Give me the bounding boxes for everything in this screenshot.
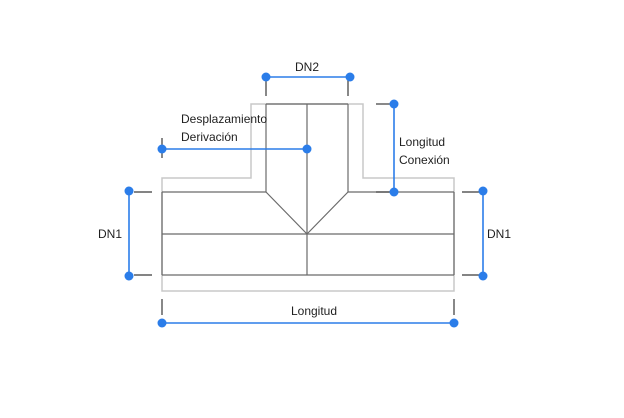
connection-length-top-handle[interactable]	[389, 99, 399, 109]
main-pipe	[161, 191, 455, 276]
connection-length-dimension: Longitud Conexión	[376, 99, 450, 197]
branch-offset-start-handle[interactable]	[157, 144, 167, 154]
dn1-left-dimension: DN1	[98, 186, 152, 281]
branch-offset-label-line1: Desplazamiento	[181, 112, 267, 126]
branch-pipe	[265, 103, 349, 275]
tee-outline	[161, 103, 455, 292]
length-start-handle[interactable]	[157, 318, 167, 328]
dn1-right-bottom-handle[interactable]	[478, 271, 488, 281]
length-end-handle[interactable]	[449, 318, 459, 328]
dn2-start-handle[interactable]	[261, 72, 271, 82]
dn1-left-bottom-handle[interactable]	[124, 271, 134, 281]
dn1-left-label: DN1	[98, 227, 122, 241]
dn1-right-top-handle[interactable]	[478, 186, 488, 196]
dn2-dimension: DN2	[261, 60, 355, 96]
length-label: Longitud	[291, 304, 337, 318]
connection-length-label-line2: Conexión	[399, 153, 450, 167]
dn2-label: DN2	[295, 60, 319, 74]
length-dimension: Longitud	[157, 299, 459, 328]
dn1-left-top-handle[interactable]	[124, 186, 134, 196]
branch-offset-dimension: Desplazamiento Derivación	[157, 112, 312, 158]
dn2-end-handle[interactable]	[345, 72, 355, 82]
connection-length-label-line1: Longitud	[399, 135, 445, 149]
dn1-right-dimension: DN1	[462, 186, 511, 281]
dn1-right-label: DN1	[487, 227, 511, 241]
branch-offset-label-line2: Derivación	[181, 130, 238, 144]
connection-length-bottom-handle[interactable]	[389, 187, 399, 197]
branch-offset-end-handle[interactable]	[302, 144, 312, 154]
